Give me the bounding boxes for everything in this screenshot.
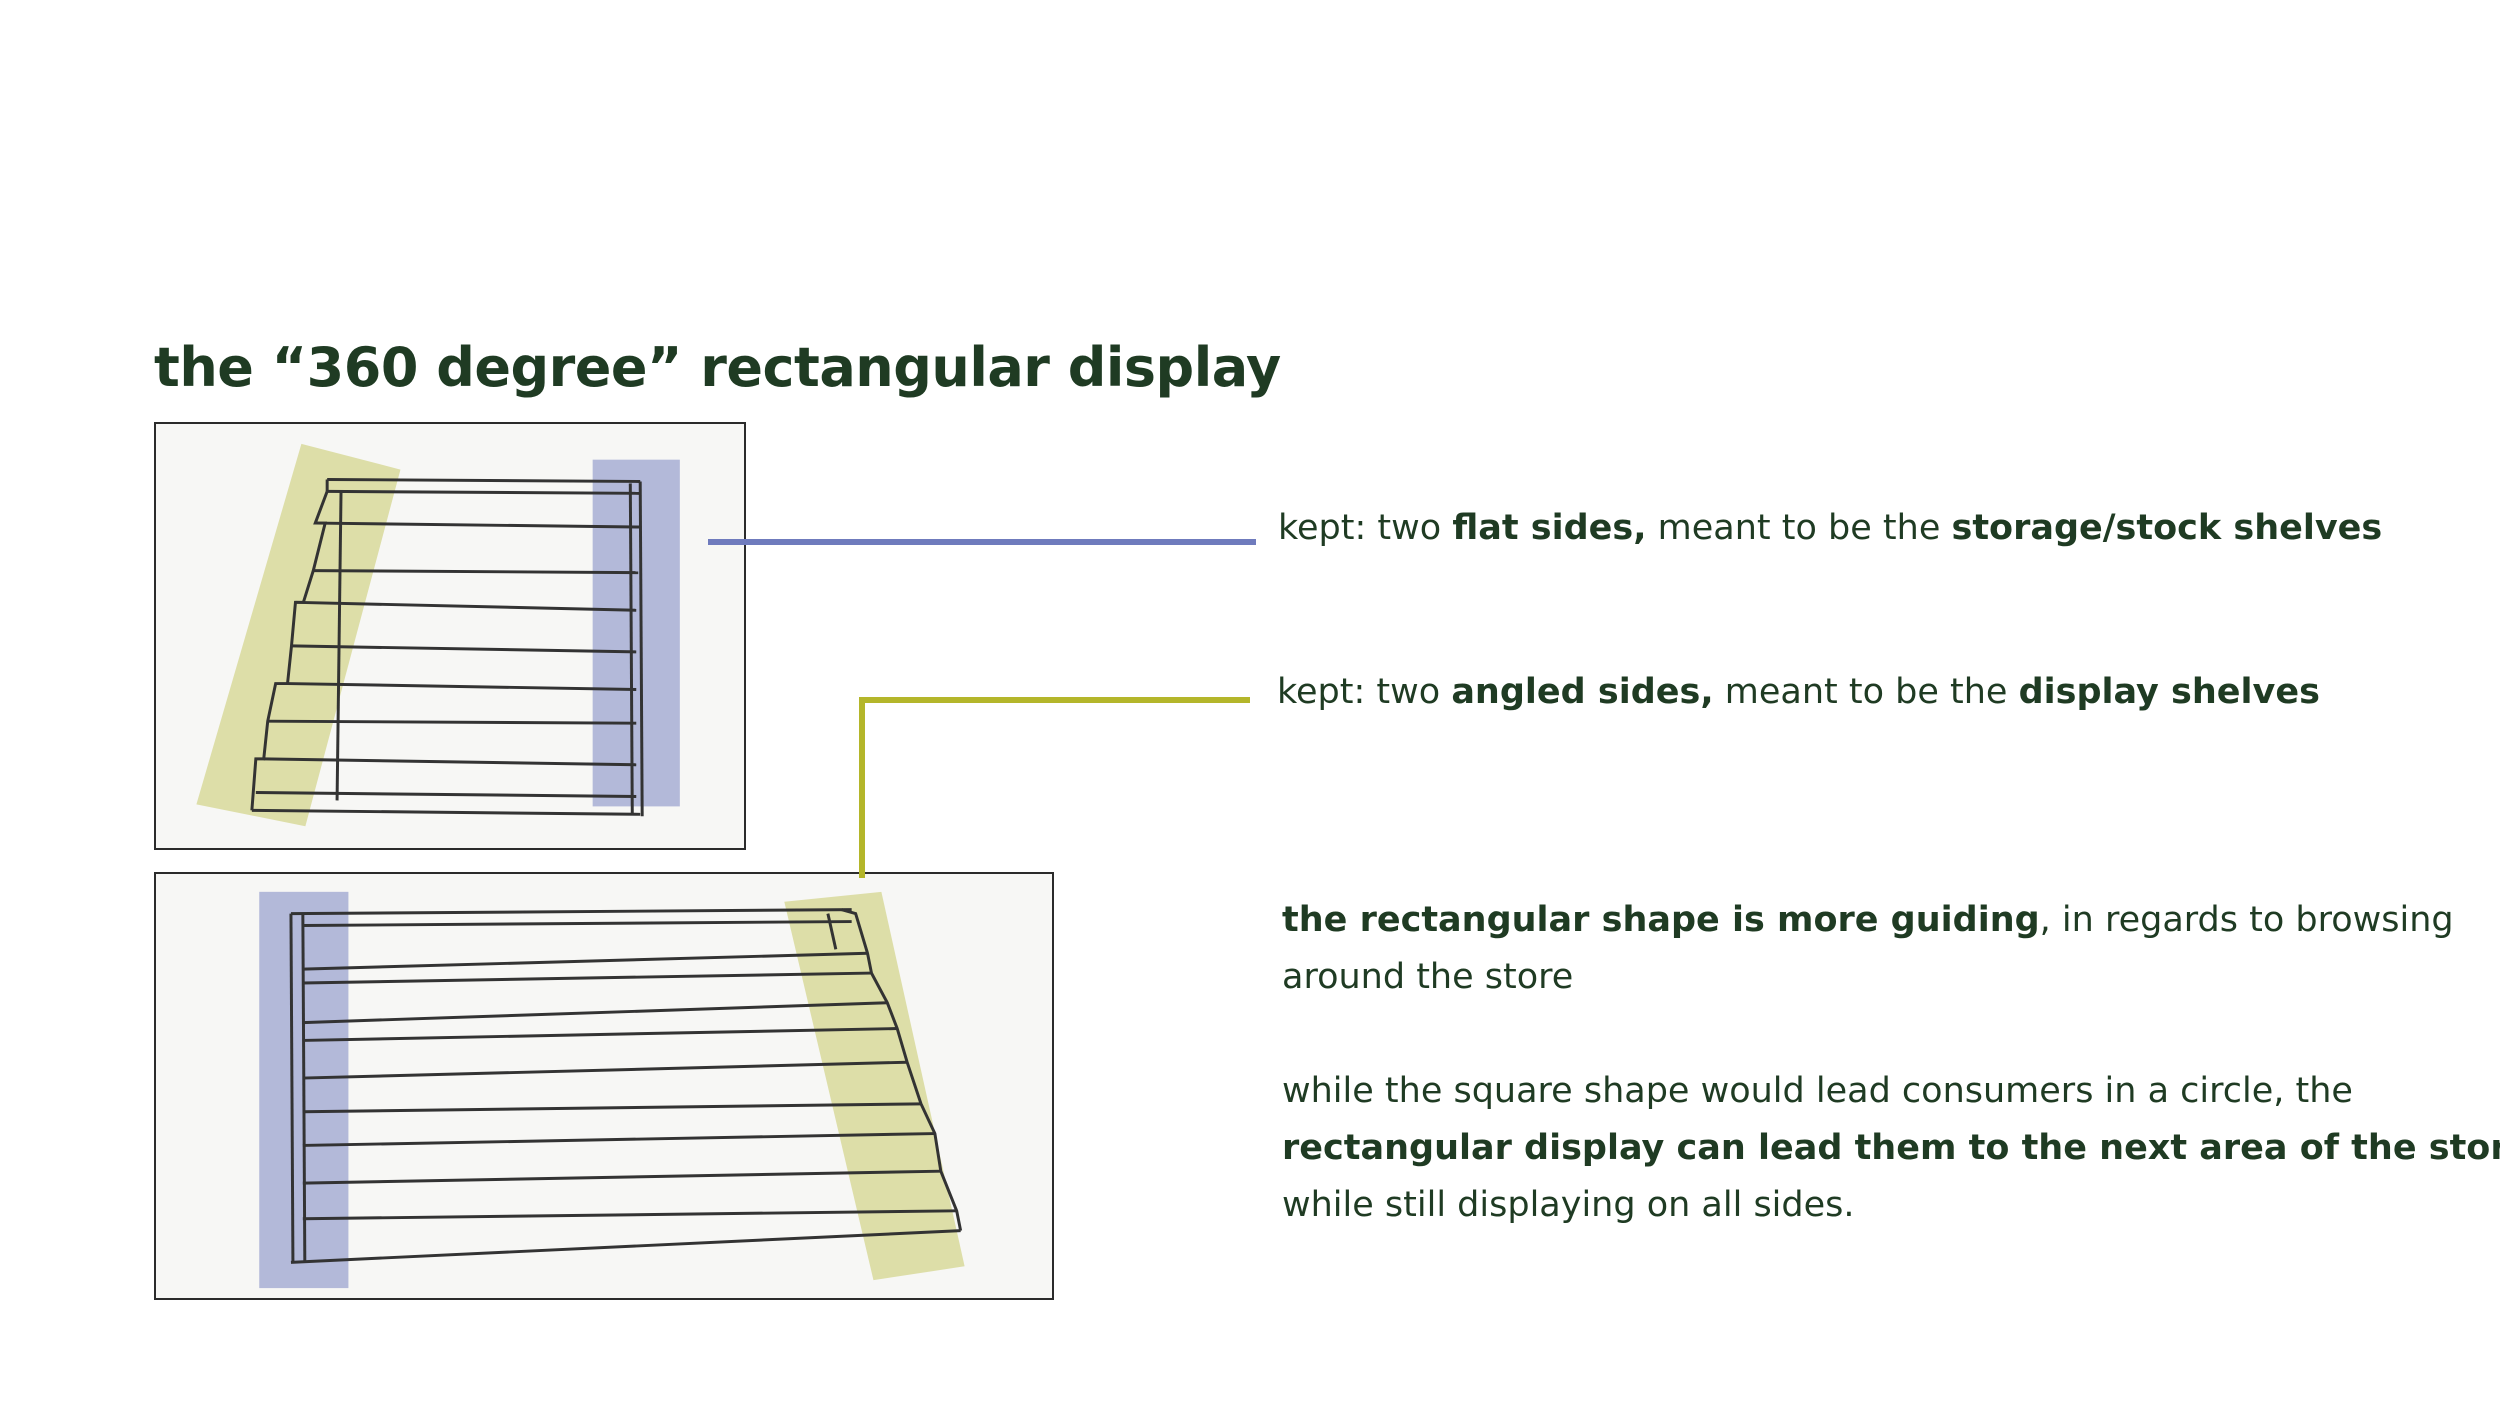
note-bold-display-shelves: display shelves (2018, 672, 2320, 712)
page-title: the “360 degree” rectangular display (154, 336, 1281, 399)
angled-side-highlight (196, 443, 401, 827)
angled-connector-line (859, 697, 1250, 878)
guiding-paragraph: the rectangular shape is more guiding, i… (1282, 892, 2454, 1006)
note-bold-angled-sides: angled sides, (1451, 672, 1714, 712)
square-display-drawing (196, 443, 680, 827)
flat-side-highlight (592, 459, 680, 807)
note-prefix: kept: two (1278, 508, 1453, 548)
paragraph-bold: rectangular display can lead them to the… (1282, 1128, 2500, 1168)
rectangular-display-drawing (259, 891, 965, 1289)
note-middle: meant to be the (1646, 508, 1952, 548)
paragraph-text: , in regards to browsing (2039, 900, 2454, 940)
angled-side-highlight (784, 891, 965, 1281)
paragraph-text: while the square shape would lead consum… (1282, 1071, 2353, 1111)
square-display-sketch (154, 422, 746, 850)
note-bold-flat-sides: flat sides, (1452, 508, 1647, 548)
angled-sides-note: kept: two angled sides, meant to be the … (1277, 664, 2320, 721)
paragraph-text: while still displaying on all sides. (1282, 1185, 1855, 1225)
paragraph-bold: the rectangular shape is more guiding (1282, 900, 2040, 940)
note-middle: meant to be the (1713, 672, 2019, 712)
rectangular-display-sketch (154, 872, 1054, 1300)
paragraph-text: around the store (1282, 957, 1574, 997)
note-bold-storage: storage/stock shelves (1951, 508, 2383, 548)
circle-paragraph: while the square shape would lead consum… (1282, 1063, 2500, 1234)
flat-sides-note: kept: two flat sides, meant to be the st… (1278, 500, 2382, 557)
note-prefix: kept: two (1277, 672, 1452, 712)
